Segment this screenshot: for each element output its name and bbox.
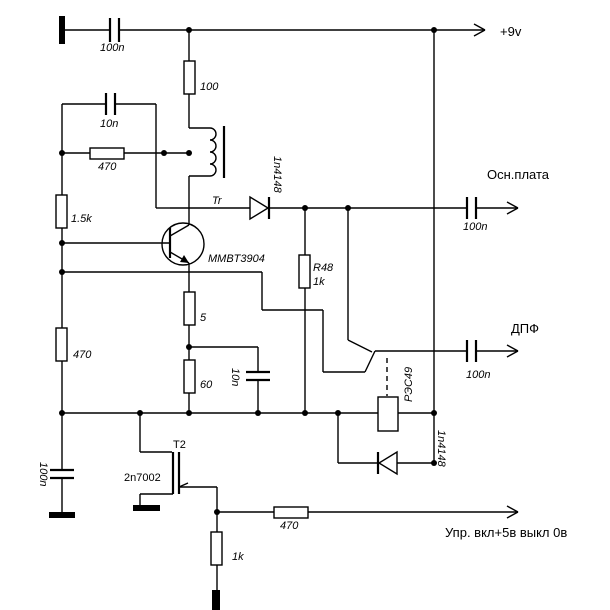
label-diode-top: 1n4148: [271, 156, 283, 194]
port-supply-label: +9v: [500, 24, 522, 39]
label-t2-name: T2: [173, 439, 186, 451]
output-coil: [209, 127, 217, 177]
resistor-5: [183, 291, 196, 326]
resistor-1k-gate: [210, 531, 223, 566]
relay-switch: 100n ДПФ: [62, 208, 539, 396]
label-r-5: 5: [200, 312, 207, 324]
label-r-60: 60: [200, 379, 213, 391]
label-r-1-5k: 1.5k: [71, 213, 92, 225]
control-input: 470 Упр. вкл+5в выкл 0в 1k: [210, 505, 567, 610]
label-relay: РЭС49: [403, 367, 415, 402]
relay-coil-box: [377, 396, 399, 432]
feedback-network: 10n 470: [59, 93, 192, 209]
resistor-470-ctrl: [273, 506, 309, 519]
label-t2-type: 2n7002: [124, 472, 161, 484]
diode-top: [249, 195, 270, 221]
output-path: Tr 1n4148 100n Осн.плата: [170, 156, 550, 233]
label-c-top: 100n: [100, 42, 124, 54]
ground-bar-top: [59, 16, 65, 44]
resistor-r48-branch: R48 1k: [298, 208, 334, 413]
relay-coil: РЭС49 1n4148: [337, 367, 447, 476]
resistor-60: [183, 359, 196, 394]
resistor-r48: [298, 254, 311, 289]
label-c-bottom: 100n: [37, 462, 49, 486]
port-control-label: Упр. вкл+5в выкл 0в: [445, 525, 567, 540]
label-transistor-t1: MMBT3904: [208, 253, 265, 265]
label-r-470-base: 470: [73, 349, 92, 361]
label-tr-mark: Tr: [212, 195, 223, 207]
resistor-1-5k: [55, 194, 68, 229]
label-r48: R48: [313, 262, 334, 274]
transistor-t2: T2 2n7002: [124, 413, 218, 512]
label-r-100: 100: [200, 81, 219, 93]
label-r48-value: 1k: [313, 276, 325, 288]
common-rail: [62, 30, 437, 463]
label-r-1k-gate: 1k: [232, 551, 244, 563]
label-diode-relay: 1n4148: [435, 430, 447, 468]
emitter-network: 5 10n 60: [183, 291, 270, 413]
port-main-board-label: Осн.плата: [487, 167, 550, 182]
label-c-dpf: 100n: [466, 369, 490, 381]
ground-bar-left: [49, 512, 75, 518]
label-r-470-feedback: 470: [98, 161, 117, 173]
resistor-470-feedback: [89, 147, 125, 160]
collector-branch: 100: [183, 30, 226, 225]
diode-relay: [377, 450, 398, 476]
port-dpf-label: ДПФ: [511, 321, 539, 336]
resistor-100: [183, 60, 196, 95]
transistor-t1: MMBT3904: [161, 222, 265, 292]
base-divider: 1.5k 470 100n: [37, 153, 170, 518]
resistor-470-base: [55, 327, 68, 362]
label-c-out-top: 100n: [463, 221, 487, 233]
ground-bar-t2: [133, 505, 160, 511]
label-r-470-ctrl: 470: [280, 520, 299, 532]
ground-bar-gate: [212, 590, 220, 610]
supply-rail: 100n +9v: [59, 16, 522, 54]
label-c-10n-emitter: 10n: [229, 368, 241, 386]
label-c-10n-top: 10n: [100, 118, 118, 130]
